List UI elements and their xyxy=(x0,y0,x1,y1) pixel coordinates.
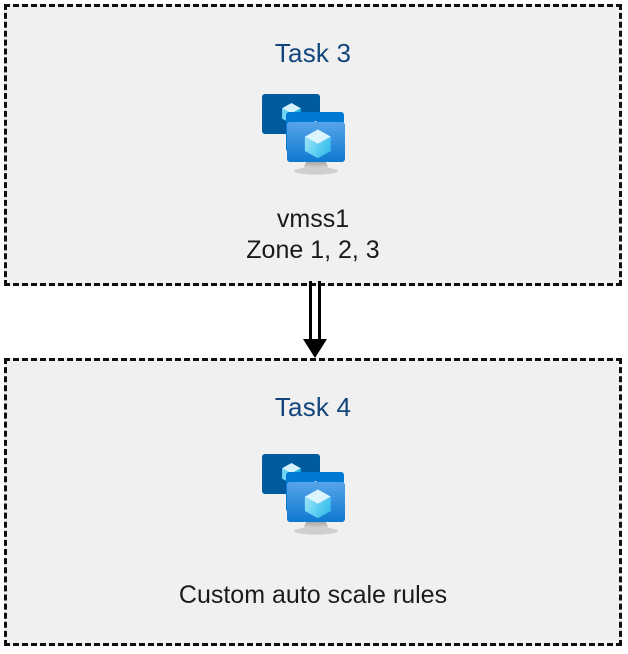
task-node-task-3[interactable]: Task 3 xyxy=(4,4,622,286)
task-4-caption-line-1: Custom auto scale rules xyxy=(178,581,448,609)
virtual-machine-scale-set-icon xyxy=(262,454,345,535)
task-4-caption: Custom auto scale rules xyxy=(179,580,447,611)
task-3-title: Task 3 xyxy=(274,38,352,68)
task-3-caption-line-2: Zone 1, 2, 3 xyxy=(246,236,380,264)
task-3-caption-line-1: vmss1 xyxy=(276,205,350,233)
task-node-task-4[interactable]: Task 4 xyxy=(4,358,622,646)
task-4-title: Task 4 xyxy=(274,392,352,422)
task-3-caption: vmss1 Zone 1, 2, 3 xyxy=(246,204,379,266)
arrow-task3-to-task4 xyxy=(303,281,327,358)
virtual-machine-scale-set-icon xyxy=(262,94,345,175)
